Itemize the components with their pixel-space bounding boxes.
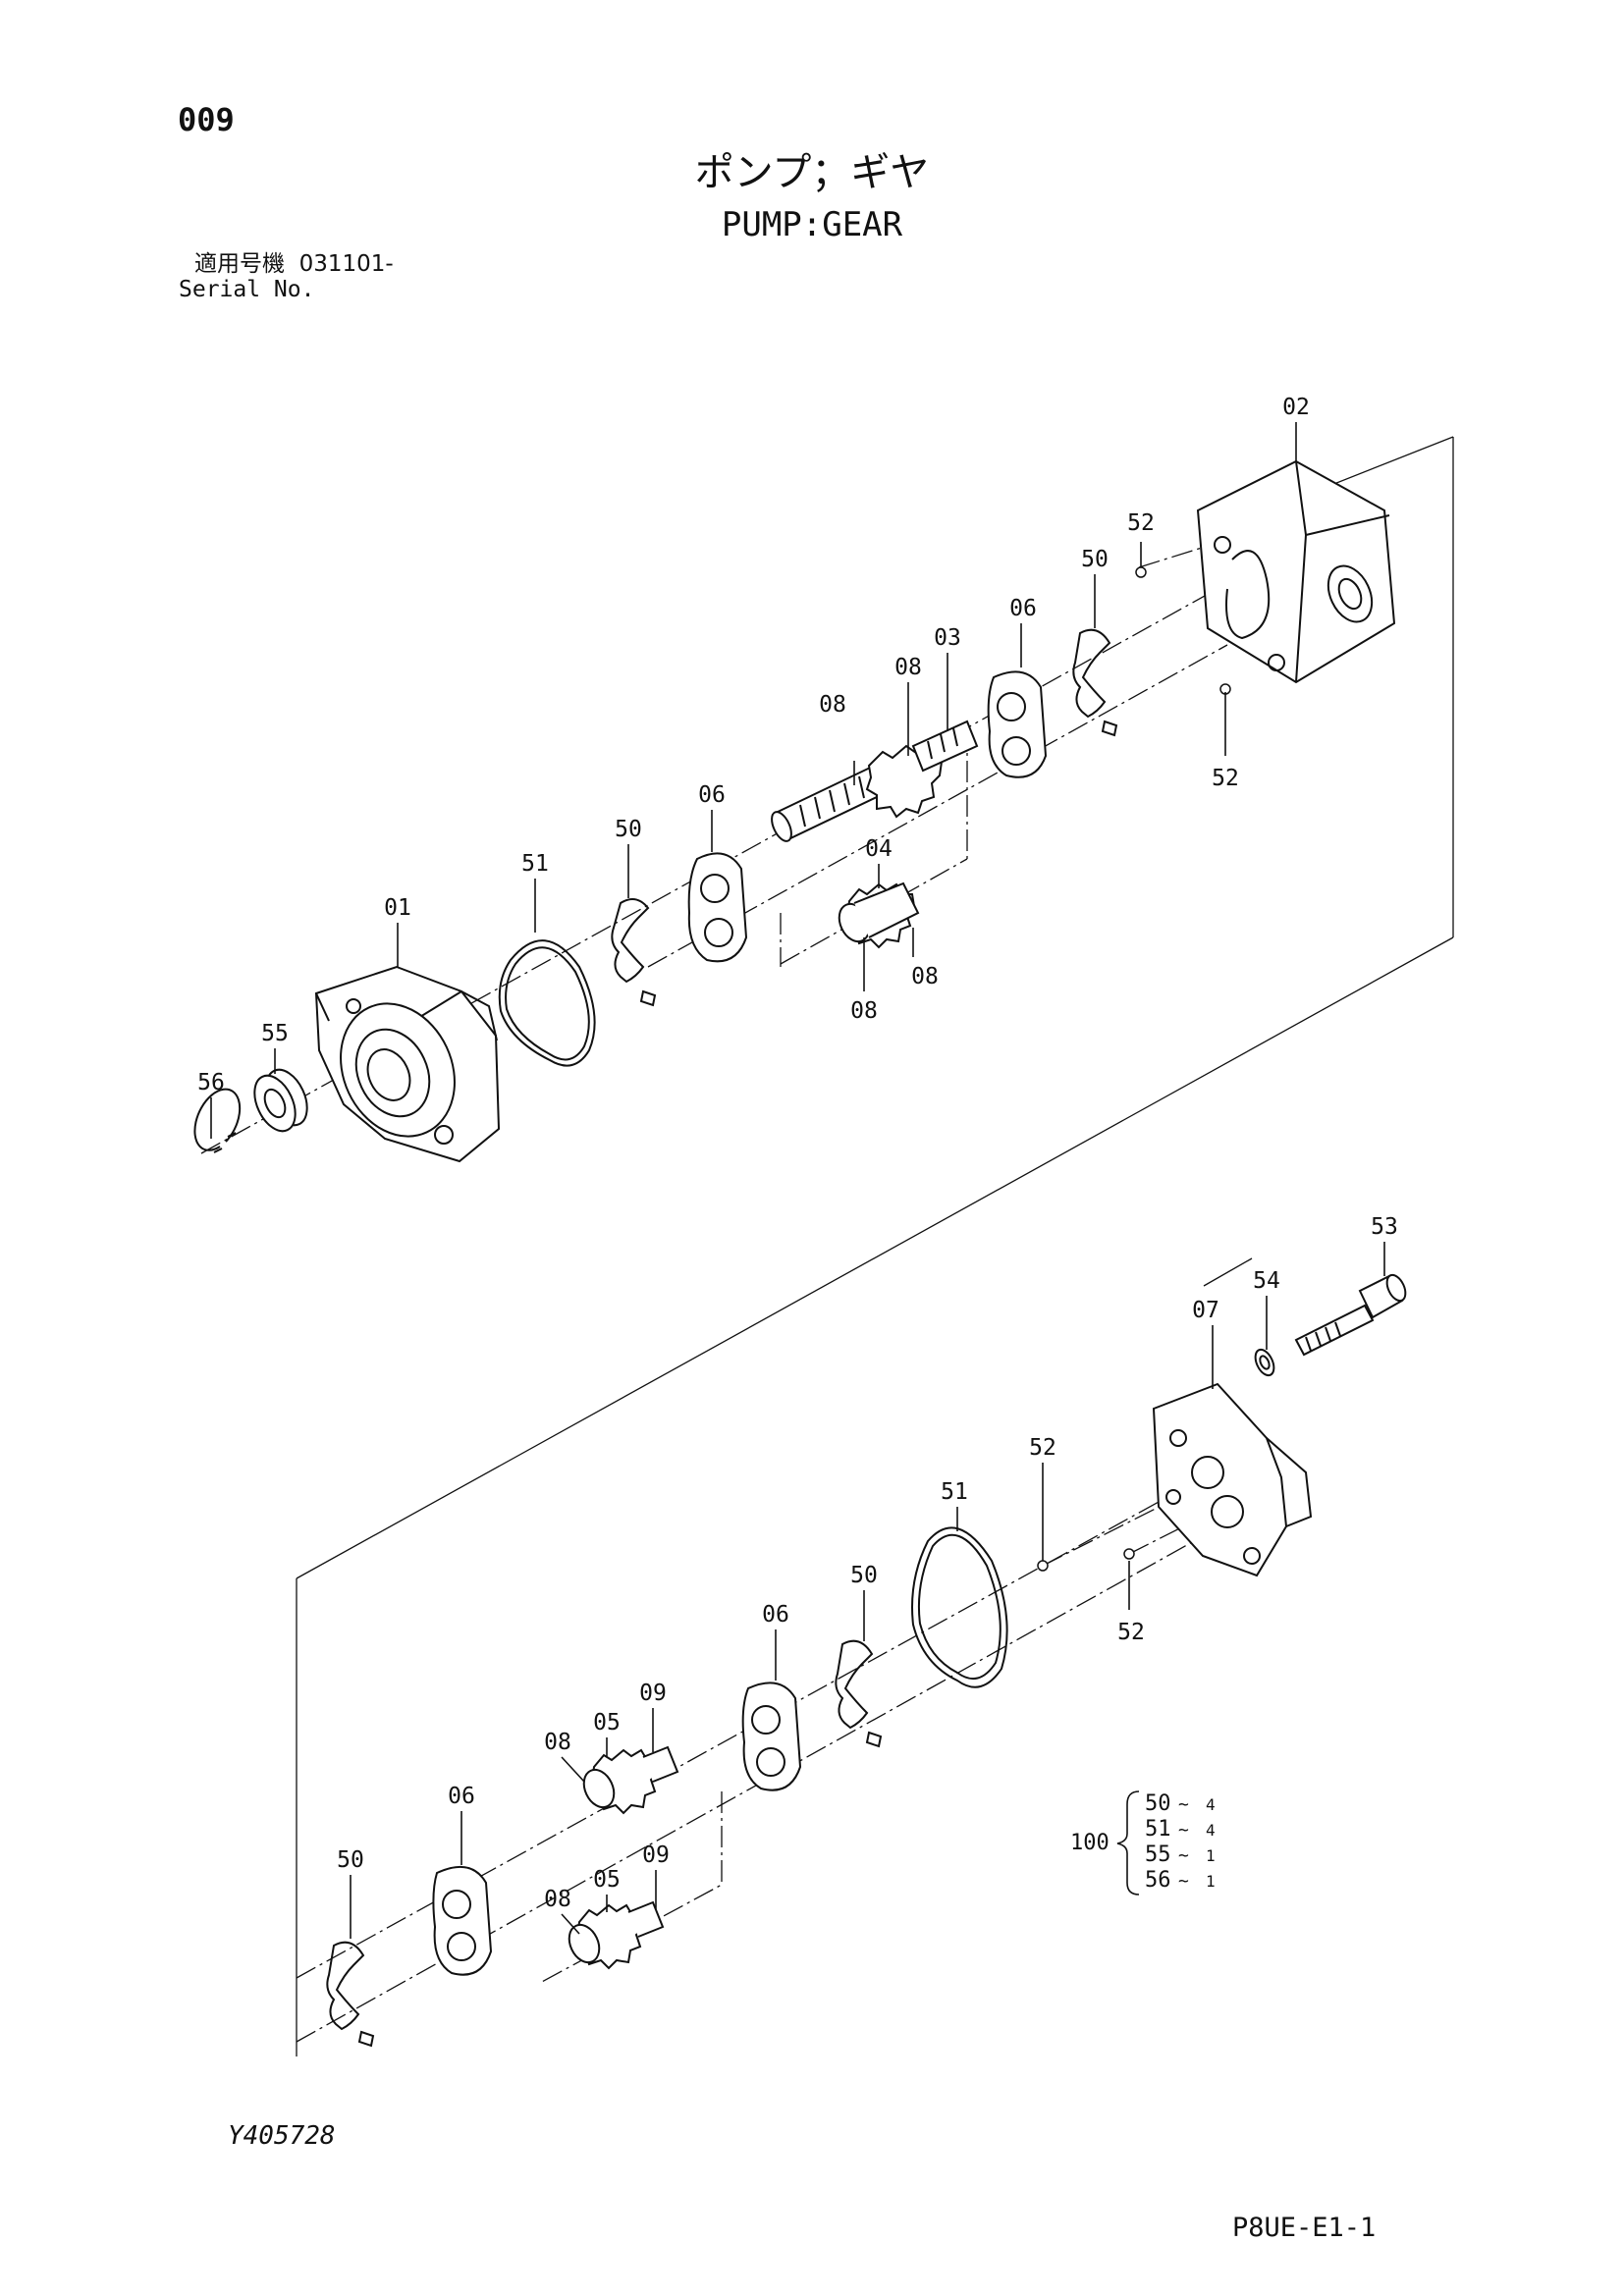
page-code: P8UE-E1-1	[1232, 2213, 1377, 2243]
kit-brace	[1116, 1790, 1140, 1896]
part-label: 50	[615, 817, 642, 842]
front-cover-01	[314, 965, 501, 1163]
part-label: 06	[448, 1784, 475, 1809]
part-label: 08	[819, 692, 846, 718]
part-label: 09	[642, 1842, 670, 1868]
o-ring-51	[498, 939, 596, 1067]
part-label: 08	[850, 998, 878, 1024]
washer-54	[1254, 1348, 1275, 1377]
part-label: 55	[261, 1021, 289, 1046]
part-label: 03	[934, 625, 961, 651]
kit-item-part: 55	[1145, 1842, 1171, 1867]
title-english: PUMP:GEAR	[721, 205, 903, 244]
part-label: 05	[593, 1867, 621, 1893]
part-labels: 56 55 01 51 50 06 08 08 03 04 08 08 06 5…	[197, 395, 1398, 1912]
kit-tilde: ~	[1178, 1871, 1189, 1892]
kit-tilde: ~	[1178, 1820, 1189, 1841]
leader-lines	[210, 422, 1385, 1939]
part-label: 06	[762, 1602, 789, 1628]
driven-gear-04	[838, 881, 920, 949]
kit-tilde: ~	[1178, 1845, 1189, 1866]
part-label: 51	[521, 851, 549, 877]
serial-label-en: Serial No.	[179, 277, 315, 302]
part-label: 01	[384, 895, 411, 921]
bolt-53	[1294, 1273, 1407, 1357]
part-label: 02	[1282, 395, 1310, 420]
serial-applicability: 適用号機 031101-	[194, 253, 394, 276]
part-label: 05	[593, 1710, 621, 1735]
part-label: 50	[1081, 547, 1109, 572]
part-label: 50	[337, 1847, 364, 1873]
dowel-pin-52d	[1123, 1548, 1135, 1560]
part-label: 06	[698, 782, 726, 808]
drive-gear-shaft-03	[771, 720, 979, 842]
part-label: 51	[941, 1479, 968, 1505]
part-label: 56	[197, 1070, 225, 1095]
kit-item-qty: 4	[1206, 1821, 1216, 1840]
oil-seal-55	[253, 1068, 308, 1133]
kit-item-qty: 1	[1206, 1846, 1216, 1865]
part-label: 52	[1127, 510, 1155, 536]
backup-ring-50d	[326, 1941, 375, 2048]
part-label: 08	[544, 1730, 571, 1755]
repair-kit-note: 100 50 ~ 4 51 ~ 4 55 ~ 1 56 ~ 1	[1070, 1790, 1216, 1896]
side-plate-06d	[432, 1865, 493, 1976]
part-label: 04	[865, 836, 893, 862]
backup-ring-50a	[611, 898, 657, 1007]
part-label: 54	[1253, 1268, 1280, 1294]
snap-ring-56	[193, 1088, 242, 1153]
title-japanese: ポンプ；ギヤ	[694, 150, 930, 195]
serial-from: 031101-	[298, 251, 394, 277]
part-label: 08	[894, 655, 922, 680]
page-number: 009	[178, 101, 235, 138]
kit-tilde: ~	[1178, 1794, 1189, 1815]
assembly-boundary-lines	[296, 436, 1454, 2056]
gear-05b	[568, 1900, 665, 1970]
backup-ring-50c	[835, 1639, 883, 1748]
part-label: 53	[1371, 1214, 1398, 1240]
gear-05a	[582, 1745, 679, 1815]
dowel-pin-52a	[1135, 566, 1147, 578]
side-plate-06c	[741, 1682, 802, 1791]
kit-number: 100	[1070, 1831, 1110, 1855]
kit-item-qty: 4	[1206, 1795, 1216, 1814]
part-label: 08	[911, 964, 939, 989]
rear-cover-07	[1152, 1382, 1313, 1577]
part-label: 52	[1212, 766, 1239, 791]
illustration-code: Y405728	[228, 2121, 336, 2151]
kit-item-part: 51	[1145, 1817, 1171, 1842]
kit-item-qty: 1	[1206, 1872, 1216, 1891]
backup-ring-50b	[1072, 628, 1118, 737]
part-label: 09	[639, 1681, 667, 1706]
part-label: 52	[1029, 1435, 1056, 1461]
o-ring-51b	[911, 1526, 1008, 1688]
dowel-pin-52c	[1037, 1560, 1049, 1572]
side-plate-06a	[687, 852, 748, 963]
part-label: 08	[544, 1887, 571, 1912]
side-plate-06b	[987, 670, 1048, 778]
kit-item-part: 50	[1145, 1791, 1171, 1816]
kit-item-part: 56	[1145, 1868, 1171, 1893]
part-label: 52	[1117, 1620, 1145, 1645]
serial-label-jp: 適用号機	[194, 251, 285, 277]
part-label: 07	[1192, 1298, 1219, 1323]
part-label: 50	[850, 1563, 878, 1588]
part-label: 06	[1009, 596, 1037, 621]
gear-housing-02	[1196, 459, 1396, 684]
